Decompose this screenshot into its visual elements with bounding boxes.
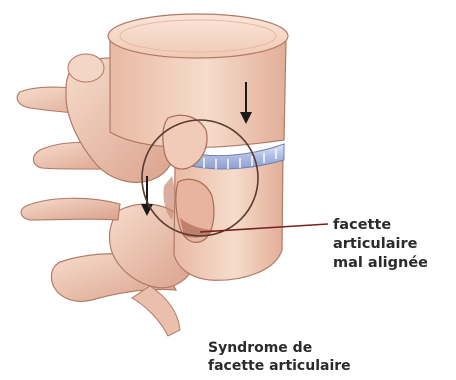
callout-label: facette articulaire mal alignée <box>333 216 453 273</box>
callout-line-3: mal alignée <box>333 254 453 273</box>
callout-line-2: articulaire <box>333 235 453 254</box>
figure-caption: Syndrome de facette articulaire <box>208 339 448 375</box>
lower-transverse-process <box>21 198 120 220</box>
upper-body-top <box>108 14 288 58</box>
caption-line-2: facette articulaire <box>208 357 448 375</box>
callout-line-1: facette <box>333 216 453 235</box>
lower-inferior-process <box>132 286 180 336</box>
upper-mamillary-process <box>68 54 104 82</box>
caption-line-1: Syndrome de <box>208 339 448 357</box>
